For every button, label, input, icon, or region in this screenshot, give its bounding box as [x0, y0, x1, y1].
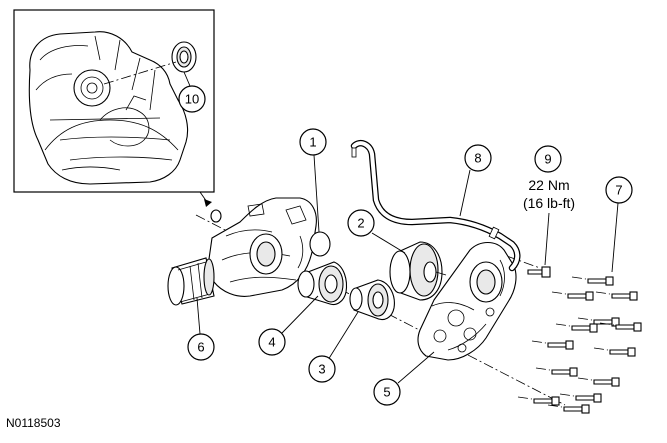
svg-text:5: 5 [383, 385, 390, 400]
callout-7: 7 [605, 176, 633, 204]
bearing [297, 261, 348, 306]
callout-9: 9 [534, 145, 562, 173]
leader-lines [183, 71, 619, 384]
callout-3: 3 [308, 355, 336, 383]
vent-tube [350, 140, 521, 272]
callout-5: 5 [373, 378, 401, 406]
svg-text:8: 8 [474, 151, 481, 166]
svg-text:3: 3 [318, 362, 325, 377]
callouts: 1 2 3 4 5 6 7 8 [178, 85, 633, 406]
clutch-drum [389, 241, 447, 301]
inset-centerline [103, 61, 177, 85]
output-flange [167, 257, 215, 306]
callout-6: 6 [187, 333, 215, 361]
bolt-group [517, 276, 642, 414]
figure-id: N0118503 [6, 416, 61, 430]
inset-pointer-arrow [204, 199, 212, 207]
vent-bolt [527, 266, 551, 278]
inset-housing [28, 31, 189, 185]
svg-text:6: 6 [197, 340, 204, 355]
rear-cover [417, 241, 517, 361]
hub-sleeve [349, 279, 395, 321]
svg-text:1: 1 [309, 135, 316, 150]
svg-text:9: 9 [544, 152, 551, 167]
svg-text:4: 4 [268, 335, 275, 350]
o-ring [309, 231, 331, 257]
callout-4: 4 [258, 328, 286, 356]
callout-1: 1 [299, 128, 327, 156]
svg-text:7: 7 [615, 183, 622, 198]
front-housing [207, 197, 317, 297]
torque-spec-metric: 22 Nm [528, 177, 569, 193]
small-seal [210, 209, 222, 223]
torque-spec-imperial: (16 lb-ft) [523, 195, 575, 211]
svg-text:10: 10 [185, 92, 199, 107]
callout-8: 8 [464, 144, 492, 172]
inset-seal [171, 41, 197, 73]
svg-text:2: 2 [357, 216, 364, 231]
callout-2: 2 [347, 209, 375, 237]
callout-10: 10 [178, 85, 206, 113]
